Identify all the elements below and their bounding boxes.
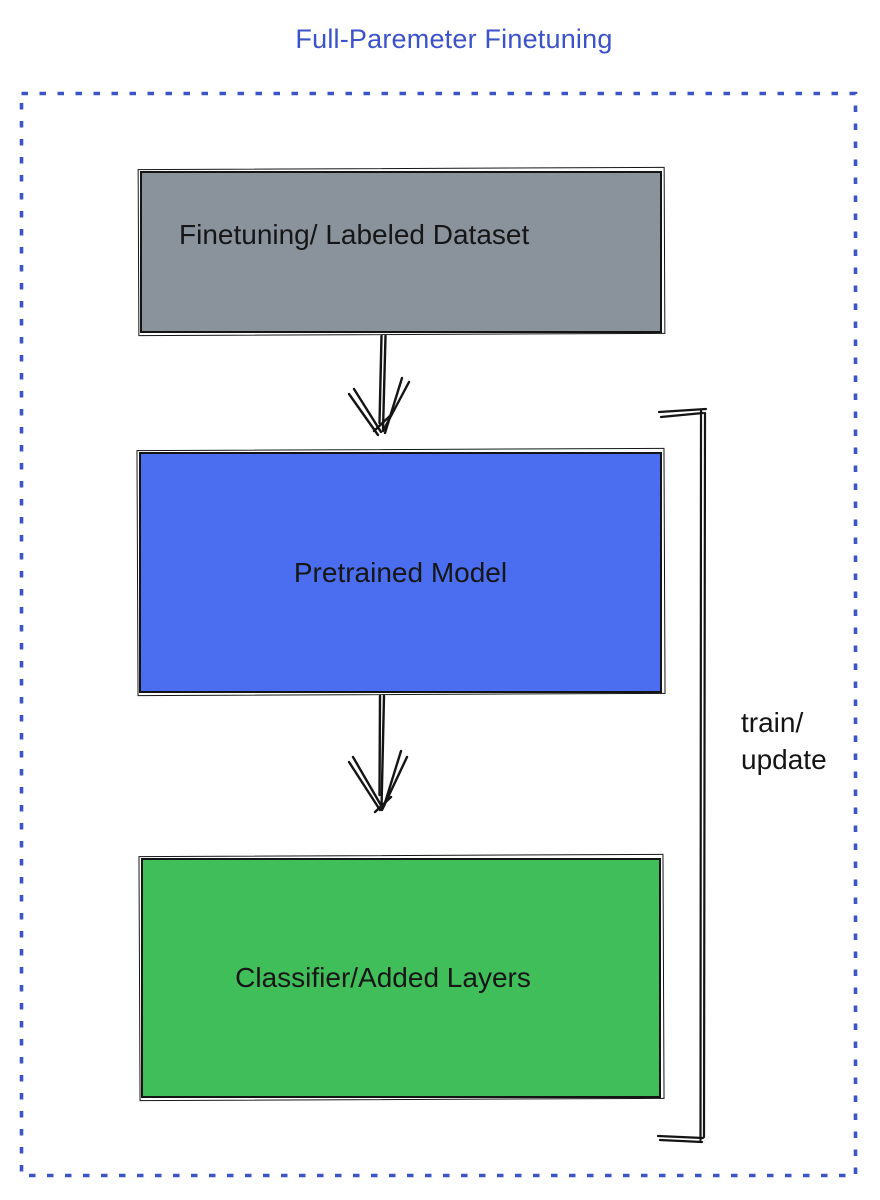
train-update-label-line2: update: [741, 744, 827, 775]
node-pretrained-model: Pretrained Model: [139, 452, 662, 693]
node-classifier-added-layers: Classifier/Added Layers: [141, 858, 661, 1098]
arrow-dataset-to-model: [347, 334, 411, 437]
dotted-boundary: [19, 91, 858, 1178]
train-update-label-line1: train/: [741, 707, 804, 738]
train-update-label: train/ update: [741, 704, 827, 778]
diagram-title: Full-Paremeter Finetuning: [295, 24, 613, 54]
node-finetuning-dataset-label: Finetuning/ Labeled Dataset: [179, 219, 530, 250]
node-pretrained-model-label: Pretrained Model: [293, 556, 508, 588]
node-classifier-added-layers-label: Classifier/Added Layers: [235, 962, 531, 993]
node-finetuning-dataset: Finetuning/ Labeled Dataset: [140, 171, 662, 333]
arrow-model-to-classifier: [347, 694, 409, 814]
train-update-bracket: [656, 407, 708, 1144]
